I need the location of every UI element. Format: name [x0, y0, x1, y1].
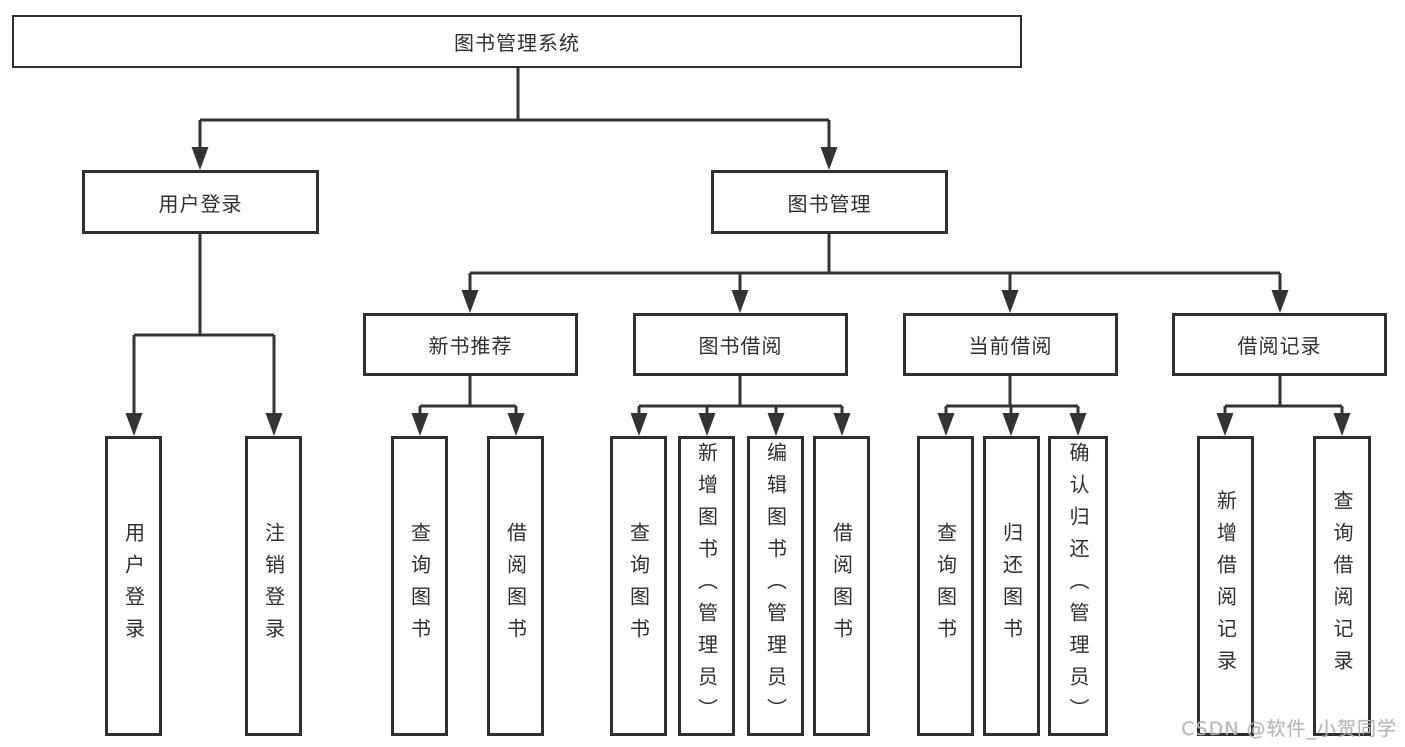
- node-br-query-record: 查询借阅记录: [1313, 436, 1371, 736]
- arrow-down-icon: [461, 290, 479, 313]
- arrow-down-icon: [1001, 290, 1019, 313]
- node-label: 用户登录: [158, 191, 243, 216]
- arrow-down-icon: [1069, 413, 1087, 436]
- arrow-down-icon: [833, 413, 851, 436]
- node-label: 图书借阅: [698, 334, 783, 358]
- node-book-borrowing: 图书借阅: [633, 313, 848, 376]
- arrow-down-icon: [265, 413, 283, 436]
- node-cb-query-books: 查询图书: [917, 436, 974, 736]
- connector-current-borrowing-split: [944, 376, 1080, 413]
- node-label: 借阅图书: [829, 522, 854, 650]
- node-label: 归还图书: [999, 522, 1024, 650]
- node-library-management-system: 图书管理系统: [12, 15, 1022, 68]
- node-bb-query-books: 查询图书: [610, 436, 667, 736]
- connector-root-split: [198, 68, 831, 147]
- connector-book-management-split: [468, 234, 1282, 290]
- node-br-add-record: 新增借阅记录: [1197, 436, 1254, 736]
- node-bb-edit-books-admin: 编辑图书（管理员）: [747, 436, 804, 736]
- node-cb-confirm-return-admin: 确认归还（管理员）: [1048, 436, 1108, 736]
- arrow-down-icon: [937, 413, 955, 436]
- node-user-login-leaf: 用户登录: [105, 436, 162, 736]
- node-borrow-records: 借阅记录: [1172, 313, 1387, 376]
- node-nb-borrow-books: 借阅图书: [487, 436, 544, 736]
- node-label: 查询图书: [407, 522, 432, 650]
- node-logout-leaf: 注销登录: [245, 436, 302, 736]
- connector-borrow-records-split: [1223, 376, 1344, 413]
- node-label: 确认归还（管理员）: [1066, 442, 1090, 730]
- arrow-down-icon: [411, 413, 429, 436]
- node-bb-borrow-books: 借阅图书: [813, 436, 870, 736]
- node-label: 图书管理: [787, 191, 872, 216]
- node-new-book-recommend: 新书推荐: [363, 313, 578, 376]
- arrow-down-icon: [1333, 413, 1351, 436]
- node-label: 新增图书（管理员）: [694, 442, 719, 730]
- node-label: 新书推荐: [428, 334, 513, 358]
- arrow-down-icon: [731, 290, 749, 313]
- node-bb-add-books-admin: 新增图书（管理员）: [678, 436, 735, 736]
- arrow-down-icon: [630, 413, 648, 436]
- node-label: 编辑图书（管理员）: [763, 442, 788, 730]
- node-user-login: 用户登录: [82, 170, 319, 234]
- node-label: 用户登录: [121, 522, 146, 650]
- connector-book-borrowing-split: [637, 376, 844, 413]
- arrow-down-icon: [1216, 413, 1234, 436]
- connector-user-login-split: [132, 234, 276, 413]
- arrow-down-icon: [1271, 290, 1289, 313]
- node-book-management: 图书管理: [711, 170, 948, 234]
- node-cb-return-books: 归还图书: [983, 436, 1040, 736]
- arrow-down-icon: [1002, 413, 1020, 436]
- arrow-down-icon: [507, 413, 525, 436]
- node-label: 图书管理系统: [454, 31, 580, 55]
- node-label: 借阅记录: [1237, 334, 1322, 358]
- node-label: 注销登录: [261, 522, 286, 650]
- connector-new-book-split: [418, 376, 518, 413]
- arrow-down-icon: [698, 413, 716, 436]
- arrow-down-icon: [125, 413, 143, 436]
- node-label: 借阅图书: [503, 522, 528, 650]
- node-label: 查询图书: [626, 522, 651, 650]
- arrow-down-icon: [191, 147, 209, 170]
- node-nb-query-books: 查询图书: [391, 436, 448, 736]
- node-label: 当前借阅: [968, 334, 1053, 358]
- node-label: 查询借阅记录: [1330, 490, 1354, 682]
- node-label: 查询图书: [933, 522, 958, 650]
- arrow-down-icon: [767, 413, 785, 436]
- node-current-borrowing: 当前借阅: [903, 313, 1118, 376]
- watermark: CSDN @软件_小贺同学: [1181, 718, 1397, 740]
- node-label: 新增借阅记录: [1213, 490, 1238, 682]
- arrow-down-icon: [820, 147, 838, 170]
